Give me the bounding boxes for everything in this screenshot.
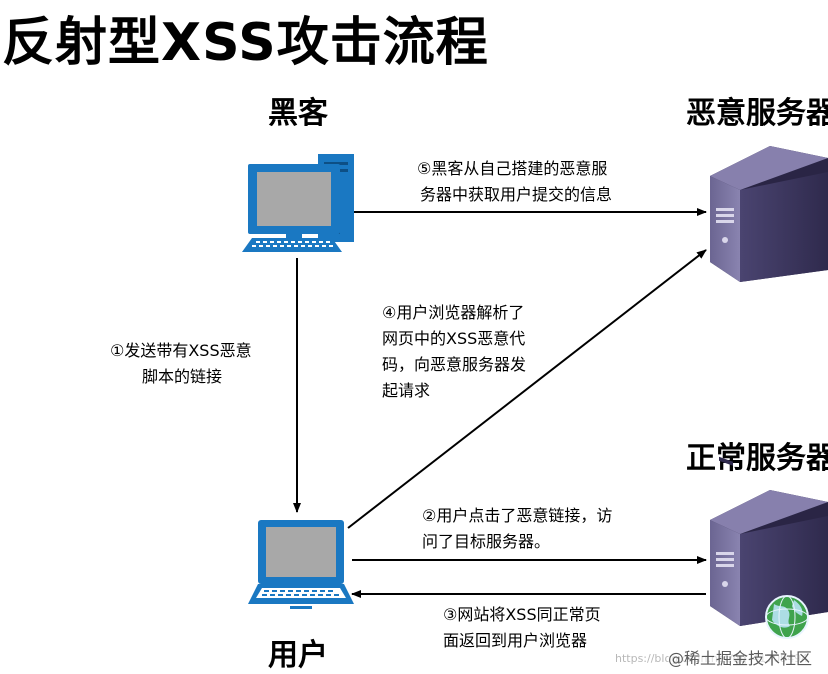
diagram-title: 反射型XSS攻击流程 — [2, 0, 489, 75]
step4-line3: 码，向恶意服务器发 — [382, 355, 527, 374]
normal-server-label: 正常服务器 — [686, 441, 828, 476]
step5-text: ⑤黑客从自己搭建的恶意服 务器中获取用户提交的信息 — [417, 156, 612, 208]
step4-line4: 起请求 — [382, 381, 431, 400]
malicious-server-label: 恶意服务器 — [686, 96, 828, 131]
step4-line1: ④用户浏览器解析了 — [382, 303, 525, 322]
title-latin: XSS — [161, 13, 277, 73]
title-prefix: 反射型 — [2, 13, 162, 73]
step2-line2: 问了目标服务器。 — [422, 532, 551, 551]
step4-line2: 网页中的XSS恶意代 — [382, 329, 526, 348]
hacker-label: 黑客 — [268, 96, 328, 131]
step3-line2: 面返回到用户浏览器 — [443, 631, 588, 650]
arrow-step4 — [347, 249, 707, 529]
step5-line1: ⑤黑客从自己搭建的恶意服 — [417, 159, 608, 178]
title-suffix: 攻击流程 — [276, 13, 489, 73]
step2-line1: ②用户点击了恶意链接，访 — [422, 506, 613, 525]
normal-server-icon — [710, 490, 828, 626]
step5-line2: 务器中获取用户提交的信息 — [420, 185, 613, 204]
globe-icon — [765, 595, 809, 639]
step1-line2: 脚本的链接 — [142, 367, 223, 386]
hacker-computer-icon — [242, 154, 354, 252]
step1-text: ①发送带有XSS恶意 脚本的链接 — [110, 338, 252, 390]
malicious-server-icon — [710, 146, 828, 466]
step1-line1: ①发送带有XSS恶意 — [110, 341, 252, 360]
watermark-brand: @稀土掘金技术社区 — [668, 645, 813, 669]
user-label: 用户 — [268, 638, 328, 673]
step3-line1: ③网站将XSS同正常页 — [443, 605, 601, 624]
user-laptop-icon — [248, 520, 354, 609]
step4-text: ④用户浏览器解析了 网页中的XSS恶意代 码，向恶意服务器发 起请求 — [382, 300, 526, 404]
step2-text: ②用户点击了恶意链接，访 问了目标服务器。 — [422, 503, 612, 555]
step3-text: ③网站将XSS同正常页 面返回到用户浏览器 — [443, 602, 601, 654]
